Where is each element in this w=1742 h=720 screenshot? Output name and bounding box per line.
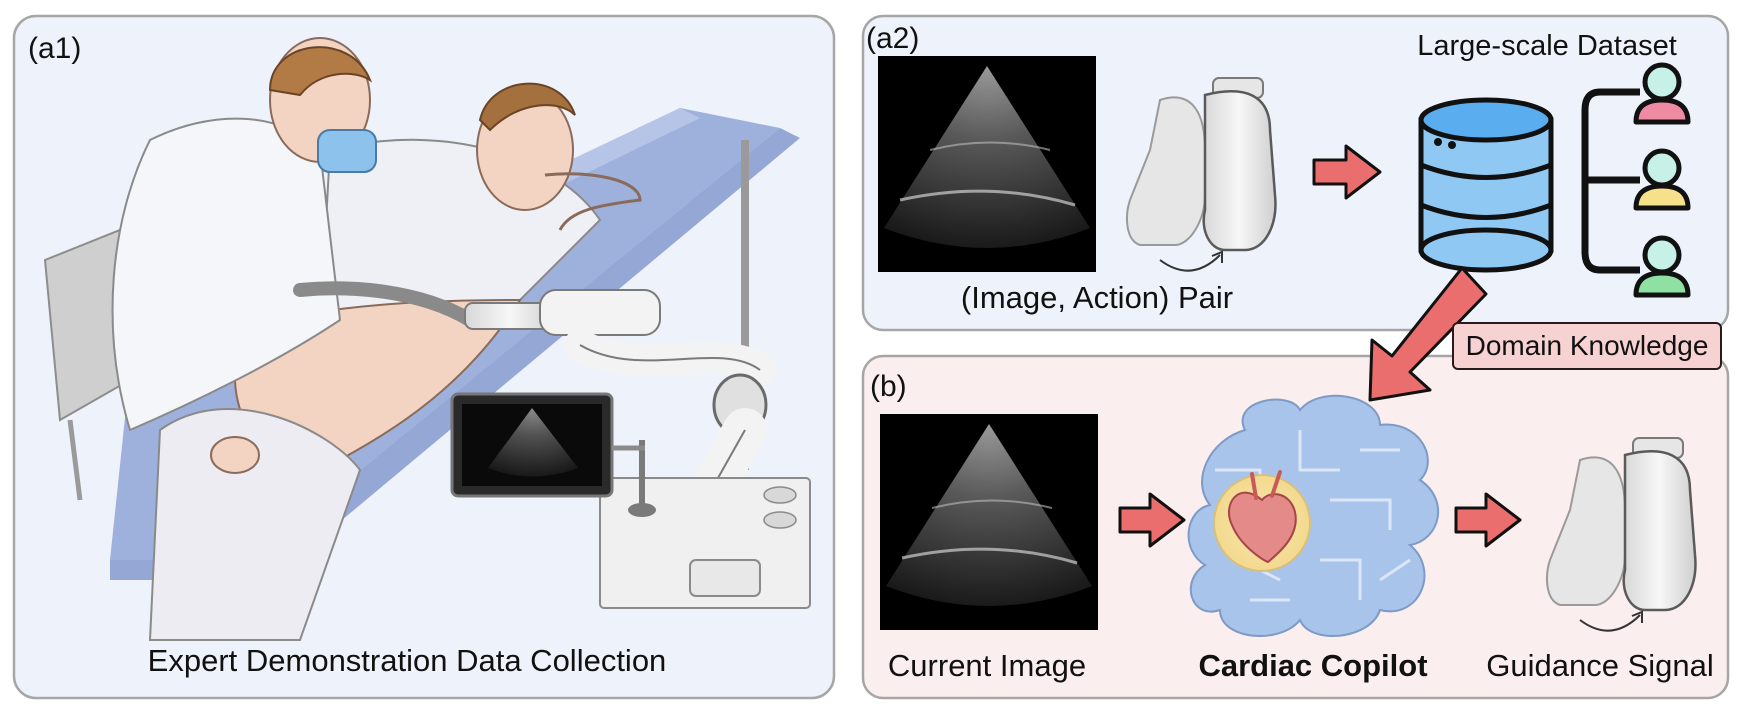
doctor-illustration [111, 37, 477, 474]
dataset-caption: Large-scale Dataset [1417, 30, 1677, 62]
domain-knowledge-box: Domain Knowledge [1452, 322, 1722, 370]
panel-a1: (a1) Expert Demonstration Data Collectio… [12, 14, 836, 700]
guidance-caption: Guidance Signal [1486, 648, 1714, 683]
panel-a1-caption: Expert Demonstration Data Collection [148, 643, 667, 678]
arrow-to-copilot [1118, 492, 1186, 548]
panel-b-tag: (b) [870, 370, 907, 403]
robot-arm-illustration [464, 289, 811, 609]
user-icon-pink [1633, 62, 1691, 125]
ultrasound-image-a2 [878, 56, 1096, 272]
probe-action-icon [1126, 77, 1277, 272]
arrow-to-dataset [1312, 144, 1382, 200]
user-icon-yellow [1633, 148, 1691, 211]
current-image-caption: Current Image [888, 648, 1086, 683]
panel-a2-tag: (a2) [866, 22, 919, 55]
panel-a2: (a2) (Image, Action) Pair Large-scale Da… [861, 14, 1730, 332]
pair-caption: (Image, Action) Pair [961, 280, 1233, 315]
panel-b: (b) Current Image Cardiac Copilot Guidan… [861, 354, 1730, 700]
guidance-probe-icon [1546, 437, 1697, 632]
ultrasound-image-current [880, 414, 1098, 630]
copilot-brain-icon [1187, 394, 1439, 637]
panel-a1-tag: (a1) [28, 32, 81, 65]
user-icon-green [1633, 235, 1691, 298]
arrow-to-guidance [1454, 492, 1522, 548]
database-icon [1418, 97, 1554, 273]
dataset-bracket [1581, 88, 1640, 274]
ultrasound-monitor-illustration [450, 392, 645, 498]
arrow-dataset-to-copilot [1368, 266, 1488, 402]
copilot-caption: Cardiac Copilot [1198, 648, 1427, 683]
